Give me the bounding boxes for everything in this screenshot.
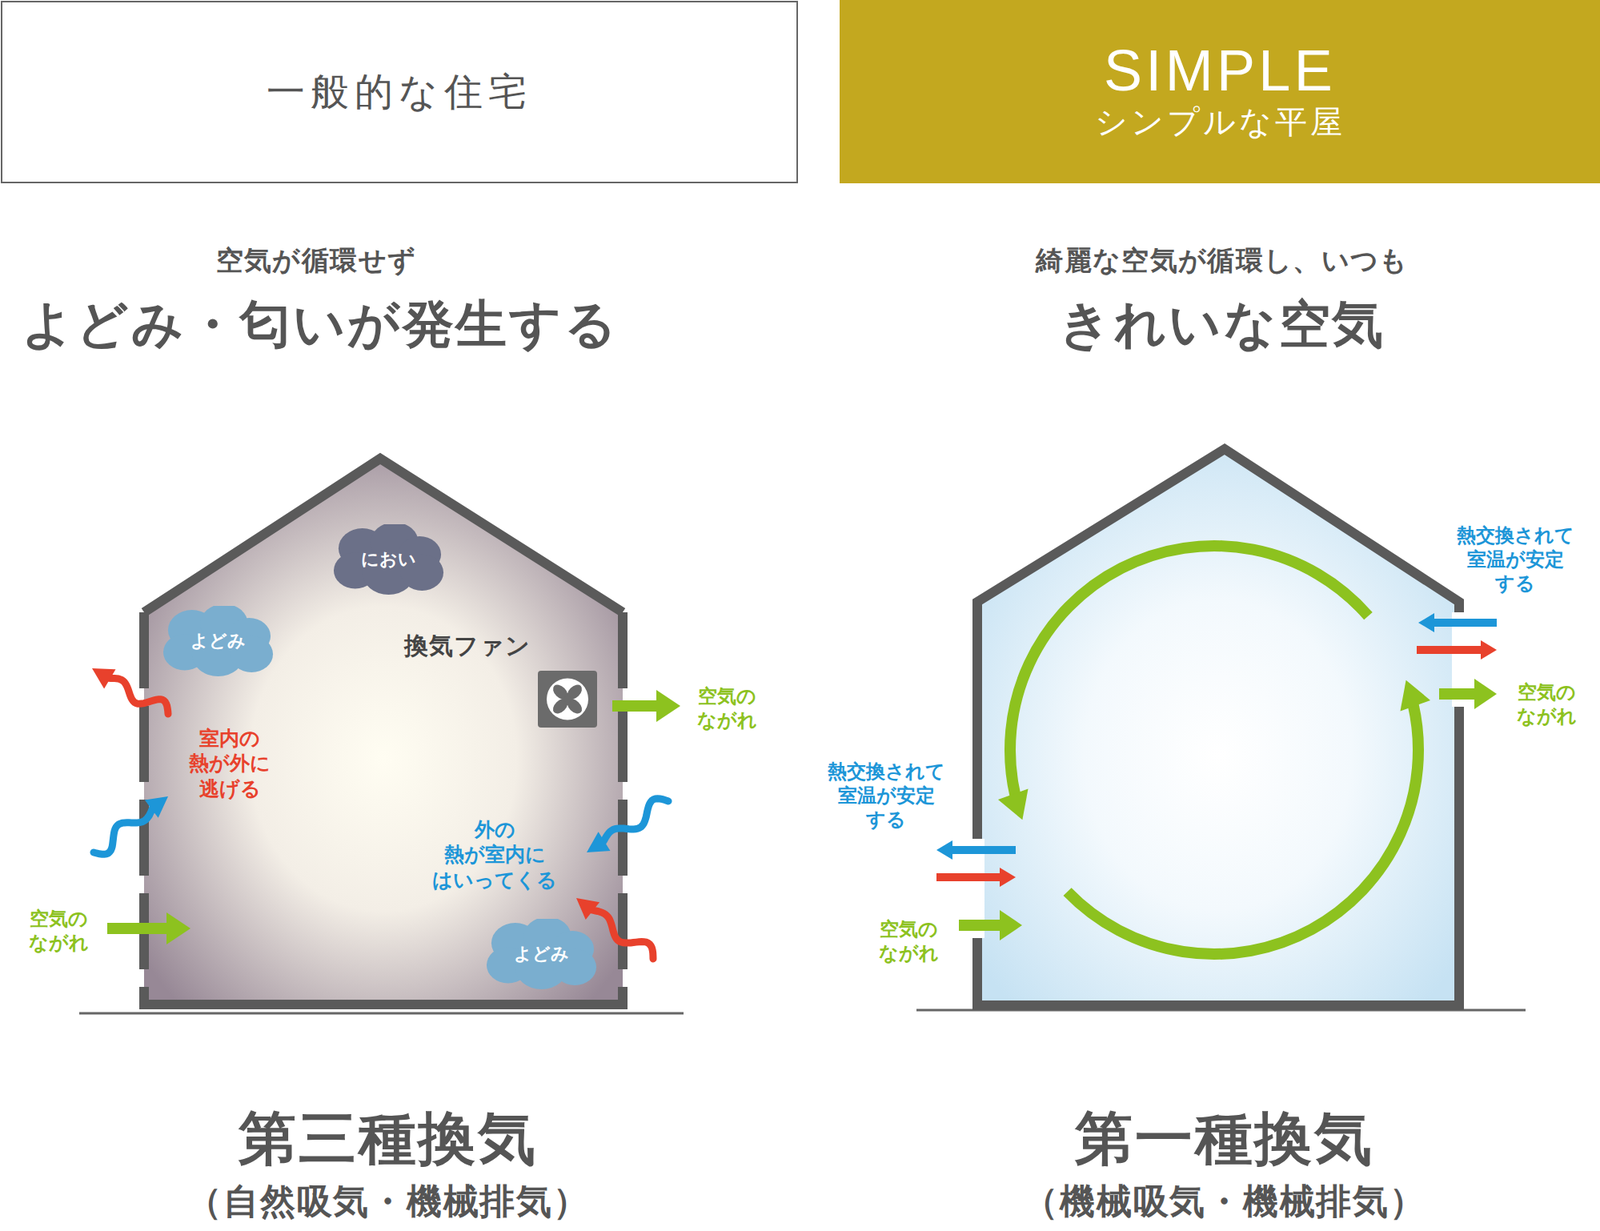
arrowhead [1418, 613, 1435, 633]
header-title: 一般的な住宅 [266, 66, 533, 118]
fan-blade [549, 681, 570, 702]
circulation-arc [1067, 704, 1419, 955]
cloud-text: におい [360, 547, 417, 572]
fan-blade [564, 681, 585, 702]
roof [144, 458, 623, 613]
cloud: におい [328, 524, 449, 595]
flow-arrow [612, 700, 658, 712]
arrowhead [1474, 678, 1497, 710]
heat-arrow [602, 798, 669, 843]
arrowhead [999, 910, 1023, 941]
heat-label: 熱交換されて 室温が安定 する [827, 759, 946, 832]
fan-box [537, 670, 598, 728]
flow-label: 空気の ながれ [28, 906, 89, 955]
arrowhead [576, 898, 600, 920]
arrowhead [1399, 680, 1431, 712]
flow-label: 空気の ながれ [697, 684, 758, 733]
ground-line [79, 1012, 684, 1015]
flow-arrow [107, 922, 169, 935]
fan-disc [546, 678, 589, 721]
arrowhead [1480, 640, 1497, 660]
heat-label: 室内の 熱が外に 逃げる [188, 725, 271, 802]
flow-label: 空気の ながれ [878, 917, 939, 966]
cloud-text: よどみ [513, 942, 570, 967]
subtitle: 綺麗な空気が循環し、いつも [1035, 243, 1409, 278]
system-detail: （機械吸気・機械排気） [1022, 1178, 1426, 1224]
flow-arrow [950, 846, 1016, 855]
flow-arrow [1416, 645, 1483, 654]
flow-arrow [1432, 618, 1497, 627]
floor [139, 999, 628, 1010]
house-interior [977, 449, 1460, 1006]
cloud: よどみ [158, 605, 278, 677]
subtitle: 空気が循環せず [216, 243, 418, 278]
fan-blade [564, 696, 585, 717]
heat-arrow [93, 807, 153, 855]
headline: よどみ・匂いが発生する [21, 292, 619, 357]
arrowhead [92, 668, 116, 689]
header-box: SIMPLEシンプルな平屋 [839, 0, 1600, 184]
arrowhead [586, 831, 610, 853]
heat-arrow [108, 677, 169, 714]
part-label: 換気ファン [404, 630, 532, 662]
flow-arrow [1439, 688, 1476, 700]
cloud-text: よどみ [190, 629, 246, 654]
header-title: SIMPLE [1103, 40, 1336, 102]
circulation-arc [1010, 545, 1368, 796]
arrowhead [998, 788, 1029, 820]
flow-arrow [958, 919, 1002, 931]
fan-hub [564, 696, 571, 703]
heat-label: 外の 熱が室内に はいってくる [432, 817, 558, 893]
fan-blade [549, 696, 570, 717]
wall [139, 612, 149, 1005]
headline: きれいな空気 [1058, 292, 1385, 357]
header-box: 一般的な住宅 [0, 0, 798, 184]
system-name: 第一種換気 [1074, 1102, 1375, 1175]
system-detail: （自然吸気・機械排気） [186, 1178, 590, 1224]
cloud: よどみ [481, 918, 602, 990]
arrowhead [999, 867, 1016, 887]
system-name: 第三種換気 [238, 1102, 538, 1175]
house-outline [977, 449, 1460, 1006]
arrowhead [656, 689, 681, 722]
arrowhead [936, 840, 953, 860]
flow-label: 空気の ながれ [1516, 680, 1577, 729]
heat-label: 熱交換されて 室温が安定 する [1456, 523, 1575, 596]
heat-arrow [591, 910, 654, 959]
house-interior [144, 458, 623, 1005]
arrowhead [144, 796, 169, 819]
flow-arrow [936, 873, 1002, 882]
arrowhead [166, 912, 191, 945]
header-subtitle: シンプルな平屋 [1094, 100, 1346, 143]
